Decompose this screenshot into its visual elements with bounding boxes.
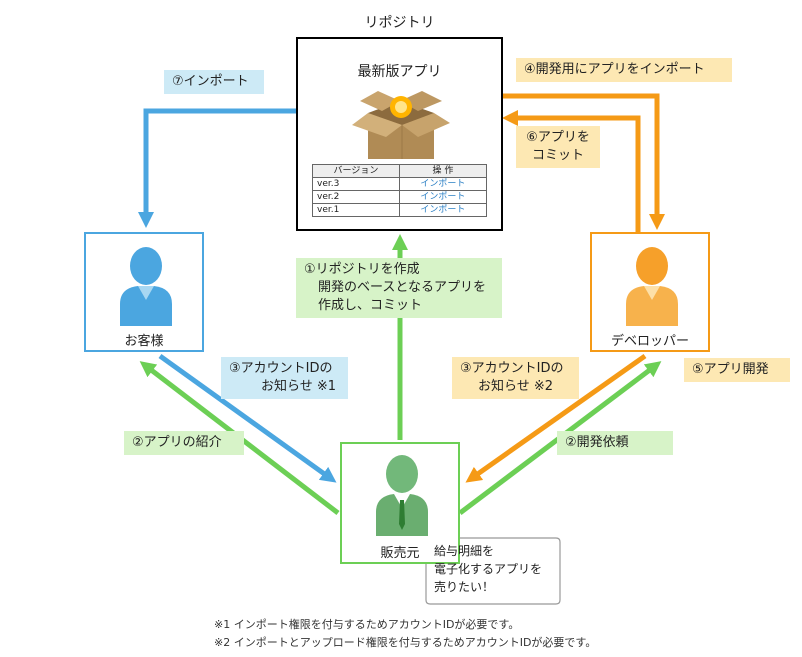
label-create-repository: ①リポジトリを作成 開発のベースとなるアプリを 作成し、コミット	[296, 258, 502, 318]
label-text: ⑤アプリ開発	[692, 362, 769, 377]
repository-title: リポジトリ	[364, 15, 435, 31]
footnote-2: ※2 インポートとアップロード権限を付与するためアカウントIDが必要です。	[214, 636, 597, 649]
label-text: ②開発依頼	[565, 435, 629, 450]
developer-person-icon	[626, 247, 678, 326]
table-row: ver.2 インポート	[312, 190, 488, 204]
arrow-import-for-development	[503, 93, 666, 231]
label-text: ⑦インポート	[172, 74, 249, 89]
label-text: 作成し、コミット	[318, 298, 423, 313]
label-text: ③アカウントIDの	[229, 361, 333, 376]
arrow-account-id-customer	[158, 353, 337, 483]
label-text: ①リポジトリを作成	[304, 262, 420, 277]
seller-person-icon	[376, 455, 428, 536]
repository-box: 最新版アプリ バージョン 操 作 ver.3 インポート ver.2 インポート…	[296, 37, 503, 231]
label-app-development: ⑤アプリ開発	[684, 358, 790, 382]
speech-bubble-text: 給与明細を 電子化するアプリを 売りたい！	[434, 542, 558, 596]
speech-line: 電子化するアプリを	[434, 562, 543, 576]
import-link[interactable]: インポート	[398, 177, 488, 191]
label-text: ④開発用にアプリをインポート	[524, 62, 705, 77]
label-text: コミット	[531, 148, 584, 163]
label-text: ②アプリの紹介	[132, 435, 222, 450]
arrow-commit-app	[501, 109, 641, 232]
developer-box: デベロッパー	[590, 232, 710, 352]
arrow-import-to-customer	[137, 108, 296, 229]
latest-app-title: 最新版アプリ	[357, 64, 442, 80]
label-text: ⑥アプリを	[526, 130, 590, 145]
seller-box: 販売元	[340, 442, 460, 564]
import-link[interactable]: インポート	[398, 203, 488, 217]
developer-name: デベロッパー	[610, 334, 689, 349]
speech-line: 売りたい！	[434, 580, 495, 594]
label-text: 開発のベースとなるアプリを	[318, 280, 486, 295]
customer-name: お客様	[124, 334, 164, 349]
version-cell: ver.3	[312, 177, 400, 191]
customer-person-icon	[120, 247, 172, 326]
seller-name: 販売元	[380, 546, 420, 561]
version-cell: ver.2	[312, 190, 400, 204]
speech-line: 給与明細を	[434, 544, 495, 558]
import-link[interactable]: インポート	[398, 190, 488, 204]
label-development-request: ②開発依頼	[557, 431, 673, 455]
table-row: ver.1 インポート	[312, 203, 488, 217]
version-column-header: バージョン	[312, 164, 400, 178]
label-import-customer: ⑦インポート	[164, 70, 264, 94]
label-commit-app: ⑥アプリを コミット	[516, 126, 600, 168]
label-text: ③アカウントIDの	[460, 361, 564, 376]
label-app-introduction: ②アプリの紹介	[124, 431, 244, 455]
customer-box: お客様	[84, 232, 204, 352]
version-cell: ver.1	[312, 203, 400, 217]
footnote-1: ※1 インポート権限を付与するためアカウントIDが必要です。	[214, 618, 520, 631]
table-row: ver.3 インポート	[312, 177, 488, 191]
label-import-for-development: ④開発用にアプリをインポート	[516, 58, 732, 82]
version-table: バージョン 操 作 ver.3 インポート ver.2 インポート ver.1 …	[312, 164, 488, 217]
label-account-id-customer: ③アカウントIDの お知らせ ※1	[221, 357, 348, 399]
label-account-id-developer: ③アカウントIDの お知らせ ※2	[452, 357, 579, 399]
label-text: お知らせ ※2	[478, 379, 554, 394]
arrow-account-id-developer	[465, 353, 647, 483]
label-text: お知らせ ※1	[261, 379, 337, 394]
app-box-icon	[352, 91, 450, 159]
action-column-header: 操 作	[398, 164, 488, 178]
